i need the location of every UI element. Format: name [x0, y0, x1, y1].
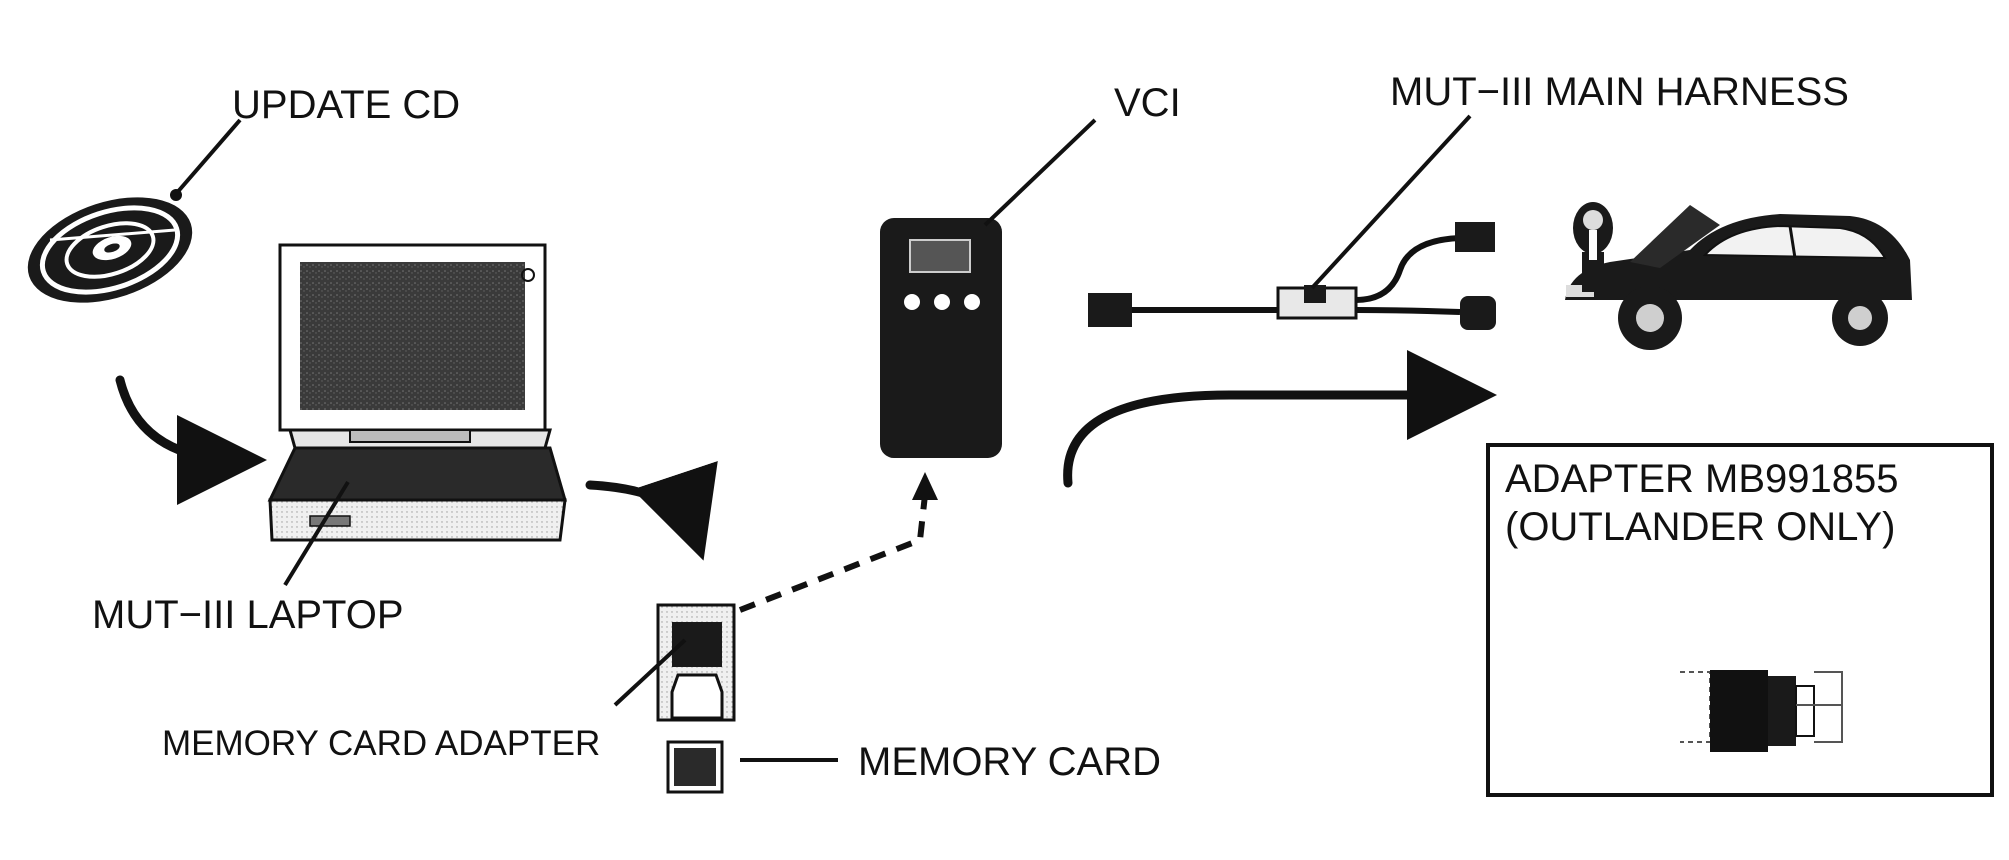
laptop-icon: [267, 243, 567, 542]
adapter-icon: [1680, 670, 1843, 752]
memory-card-icon: [666, 740, 724, 794]
memory-card-label: MEMORY CARD: [858, 740, 1161, 784]
harness-label: MUT−III MAIN HARNESS: [1390, 70, 1849, 114]
arrow-cd-to-laptop: [115, 375, 267, 505]
laptop-label: MUT−III LAPTOP: [92, 593, 404, 637]
adapter-box-line2: (OUTLANDER ONLY): [1505, 505, 1895, 549]
cd-icon: [27, 197, 193, 303]
dashed-link-adapter-to-vci: [738, 494, 928, 613]
vci-leader: [983, 118, 1097, 227]
memory-card-adapter-label: MEMORY CARD ADAPTER: [162, 724, 600, 763]
update-cd-label: UPDATE CD: [232, 83, 460, 127]
arrow-laptop-to-adapter: [585, 460, 718, 561]
arrow-to-vehicle: [1063, 350, 1497, 488]
adapter-box-line1: ADAPTER MB991855: [1505, 457, 1899, 501]
memory-card-adapter-icon: [656, 603, 736, 722]
harness-icon: [1088, 222, 1496, 330]
vci-label: VCI: [1114, 81, 1181, 125]
memory-card-adapter-leader: [613, 638, 687, 707]
car-icon: [1565, 202, 1912, 350]
harness-leader: [1310, 114, 1472, 290]
laptop-leader: [283, 480, 350, 587]
update-cd-leader: [173, 118, 242, 197]
vci-device-icon: [880, 218, 1002, 458]
